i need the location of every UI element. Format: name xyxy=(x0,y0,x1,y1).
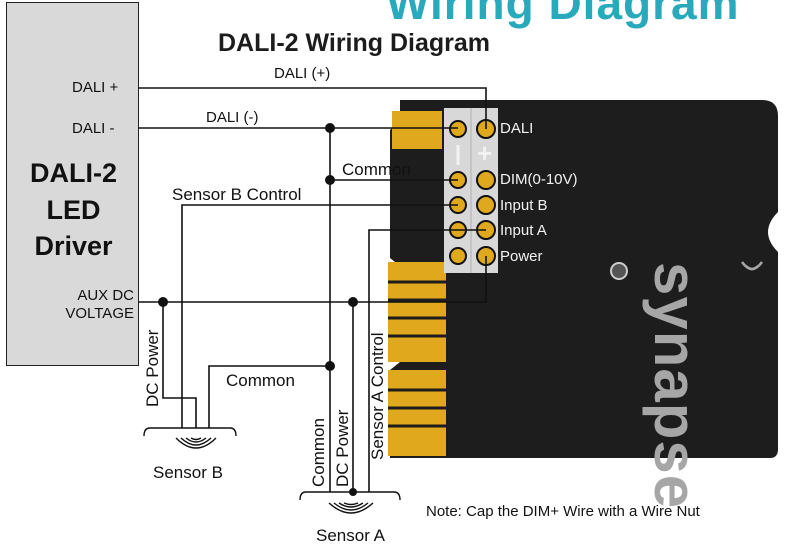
terminal-label-dim: DIM(0-10V) xyxy=(500,171,578,188)
edge-connector-top xyxy=(392,111,442,149)
wire-common-b xyxy=(208,365,330,428)
wire-label-common-a: Common xyxy=(309,418,328,487)
pin-label-dali-plus: DALI + xyxy=(72,79,119,96)
terminal-label-dali: DALI xyxy=(500,120,534,137)
wire-sensor-a-control xyxy=(368,229,486,492)
edge-connector-bottom xyxy=(388,370,446,456)
sensor-b-symbol xyxy=(143,427,237,449)
wire-power xyxy=(139,256,487,303)
wire-label-dali-plus: DALI (+) xyxy=(274,65,331,82)
terminal-label-input-b: Input B xyxy=(500,197,548,214)
edge-connector-middle xyxy=(388,262,446,362)
wire-label-common-top: Common xyxy=(342,160,411,179)
terminal-label-power: Power xyxy=(500,248,543,265)
led-driver-box: DALI-2 LED Driver xyxy=(6,2,139,366)
pin-label-aux-dc: AUX DC VOLTAGE xyxy=(65,287,134,322)
wire-label-dc-power-a: DC Power xyxy=(333,409,352,487)
pin-label-dali-minus: DALI - xyxy=(72,120,115,137)
wire-label-sensor-a-control: Sensor A Control xyxy=(368,332,387,460)
banner-title: Wiring Diagram xyxy=(386,0,740,29)
mounting-hole xyxy=(610,262,628,280)
terminal-label-input-a: Input A xyxy=(500,222,547,239)
wire-dc-power-b xyxy=(162,302,197,428)
synapse-brand: synapse xyxy=(642,262,709,510)
terminal-pads-left xyxy=(449,120,467,265)
wire-label-dc-power-b: DC Power xyxy=(143,329,162,407)
sensor-b-label: Sensor B xyxy=(153,463,223,482)
synapse-logo-waves xyxy=(740,261,764,271)
wire-label-sensor-b-control: Sensor B Control xyxy=(172,185,302,204)
wire-label-common-b: Common xyxy=(226,371,295,390)
wire-label-dali-minus: DALI (-) xyxy=(206,109,259,126)
wire-dali-plus xyxy=(139,87,487,129)
plus-symbol: + xyxy=(477,138,493,168)
wire-sensor-b-control xyxy=(181,204,458,428)
note-text: Note: Cap the DIM+ Wire with a Wire Nut xyxy=(426,503,700,520)
sensor-a-symbol xyxy=(299,491,401,514)
driver-title: DALI-2 LED Driver xyxy=(30,158,117,262)
wires xyxy=(139,87,487,492)
sensor-a-label: Sensor A xyxy=(316,526,385,545)
diagram-title: DALI-2 Wiring Diagram xyxy=(218,29,491,57)
